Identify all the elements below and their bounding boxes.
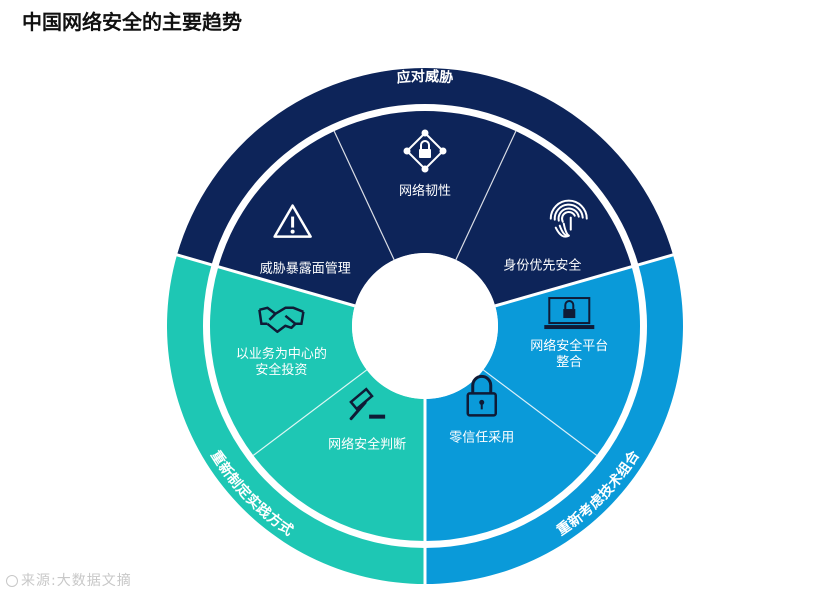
group-divider bbox=[494, 252, 676, 308]
watermark: 来源:大数据文摘 bbox=[6, 570, 132, 590]
segment-label: 整合 bbox=[556, 355, 582, 370]
page-title: 中国网络安全的主要趋势 bbox=[22, 10, 242, 34]
segment-label: 以业务为中心的 bbox=[236, 346, 327, 362]
network-lock-icon bbox=[403, 129, 447, 173]
segment-5: 网络安全判断 bbox=[328, 387, 406, 453]
center-circle bbox=[352, 253, 498, 399]
inner-segments bbox=[209, 111, 641, 541]
segment-divider bbox=[252, 369, 368, 456]
ring-band-method bbox=[166, 254, 425, 584]
segment-label: 零信任采用 bbox=[449, 430, 514, 445]
handshake-icon bbox=[258, 306, 305, 334]
outer-ring bbox=[166, 68, 683, 584]
watermark-logo-icon bbox=[6, 575, 18, 587]
segment-7: 威胁暴露面管理 bbox=[260, 204, 351, 277]
segment-label: 网络安全平台 bbox=[530, 338, 608, 354]
inner-band-tech bbox=[425, 266, 641, 541]
segment-label: 网络韧性 bbox=[399, 183, 451, 199]
watermark-text: 来源:大数据文摘 bbox=[21, 573, 132, 589]
inner-band-method bbox=[209, 266, 425, 541]
laptop-lock-icon bbox=[544, 297, 595, 330]
segment-label: 安全投资 bbox=[255, 362, 307, 378]
ring-band-tech bbox=[425, 254, 683, 584]
segment-label: 威胁暴露面管理 bbox=[260, 262, 351, 277]
segment-dividers bbox=[174, 106, 676, 586]
segment-2: 身份优先安全 bbox=[503, 199, 588, 274]
warning-icon bbox=[273, 204, 312, 238]
fingerprint-icon bbox=[549, 199, 588, 238]
inner-band-respond bbox=[218, 111, 632, 306]
segment-divider bbox=[333, 130, 395, 261]
segment-divider bbox=[455, 130, 517, 261]
padlock-icon bbox=[466, 374, 497, 417]
segment-1: 网络韧性 bbox=[399, 129, 451, 199]
segment-label: 网络安全判断 bbox=[328, 437, 406, 453]
segment-divider bbox=[482, 369, 598, 456]
segment-label: 身份优先安全 bbox=[503, 258, 581, 274]
segment-4: 零信任采用 bbox=[449, 374, 514, 445]
ring-band-respond bbox=[176, 68, 674, 265]
gavel-icon bbox=[349, 387, 386, 421]
group-divider bbox=[174, 252, 356, 308]
